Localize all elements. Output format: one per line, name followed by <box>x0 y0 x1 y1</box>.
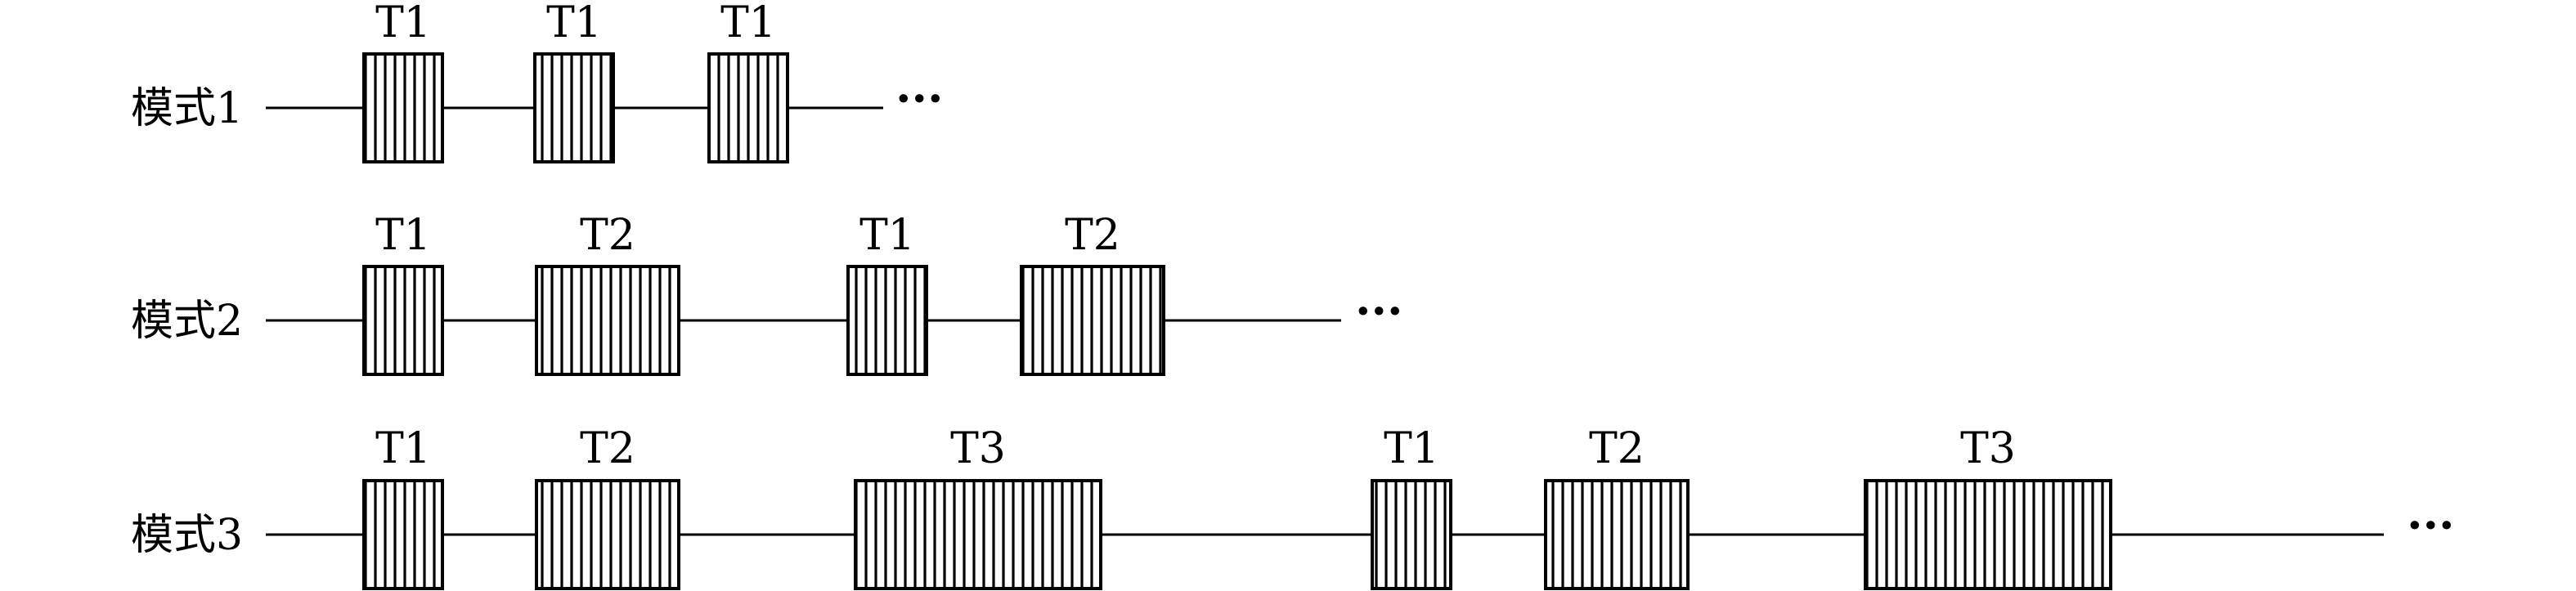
slot-block-t3 <box>1864 479 2112 590</box>
block-label: T2 <box>580 424 635 473</box>
block-label: T1 <box>859 211 915 260</box>
block-label: T1 <box>720 0 776 47</box>
block-label: T1 <box>1384 424 1439 473</box>
slot-block-t1 <box>533 52 615 163</box>
row-label: 模式1 <box>131 84 243 133</box>
slot-block-t2 <box>1544 479 1690 590</box>
continuation-ellipsis: ··· <box>2407 499 2455 553</box>
block-label: T1 <box>375 211 431 260</box>
slot-block-t1 <box>362 52 444 163</box>
block-label: T3 <box>1960 424 2016 473</box>
block-label: T2 <box>1589 424 1645 473</box>
block-label: T1 <box>375 0 431 47</box>
block-label: T2 <box>1065 211 1120 260</box>
pattern-row-3: 模式3 T1 T2 T3 T1 T2 T3 ··· <box>131 424 2455 590</box>
slot-block-t2 <box>535 265 680 376</box>
slot-block-t3 <box>854 479 1102 590</box>
block-label: T1 <box>375 424 431 473</box>
row-label: 模式3 <box>131 511 243 560</box>
pattern-row-1: 模式1 T1 T1 T1 ··· <box>131 0 944 163</box>
slot-block-t1 <box>846 265 928 376</box>
block-label: T2 <box>580 211 635 260</box>
block-label: T3 <box>950 424 1006 473</box>
slot-block-t1 <box>707 52 789 163</box>
slot-block-t1 <box>1371 479 1452 590</box>
slot-block-t2 <box>535 479 680 590</box>
slot-block-t1 <box>362 265 444 376</box>
continuation-ellipsis: ··· <box>1355 284 1403 338</box>
continuation-ellipsis: ··· <box>895 72 944 126</box>
slot-block-t1 <box>362 479 444 590</box>
pattern-row-2: 模式2 T1 T2 T1 T2 ··· <box>131 211 1403 376</box>
slot-block-t2 <box>1020 265 1165 376</box>
row-label: 模式2 <box>131 297 243 346</box>
block-label: T1 <box>546 0 602 47</box>
